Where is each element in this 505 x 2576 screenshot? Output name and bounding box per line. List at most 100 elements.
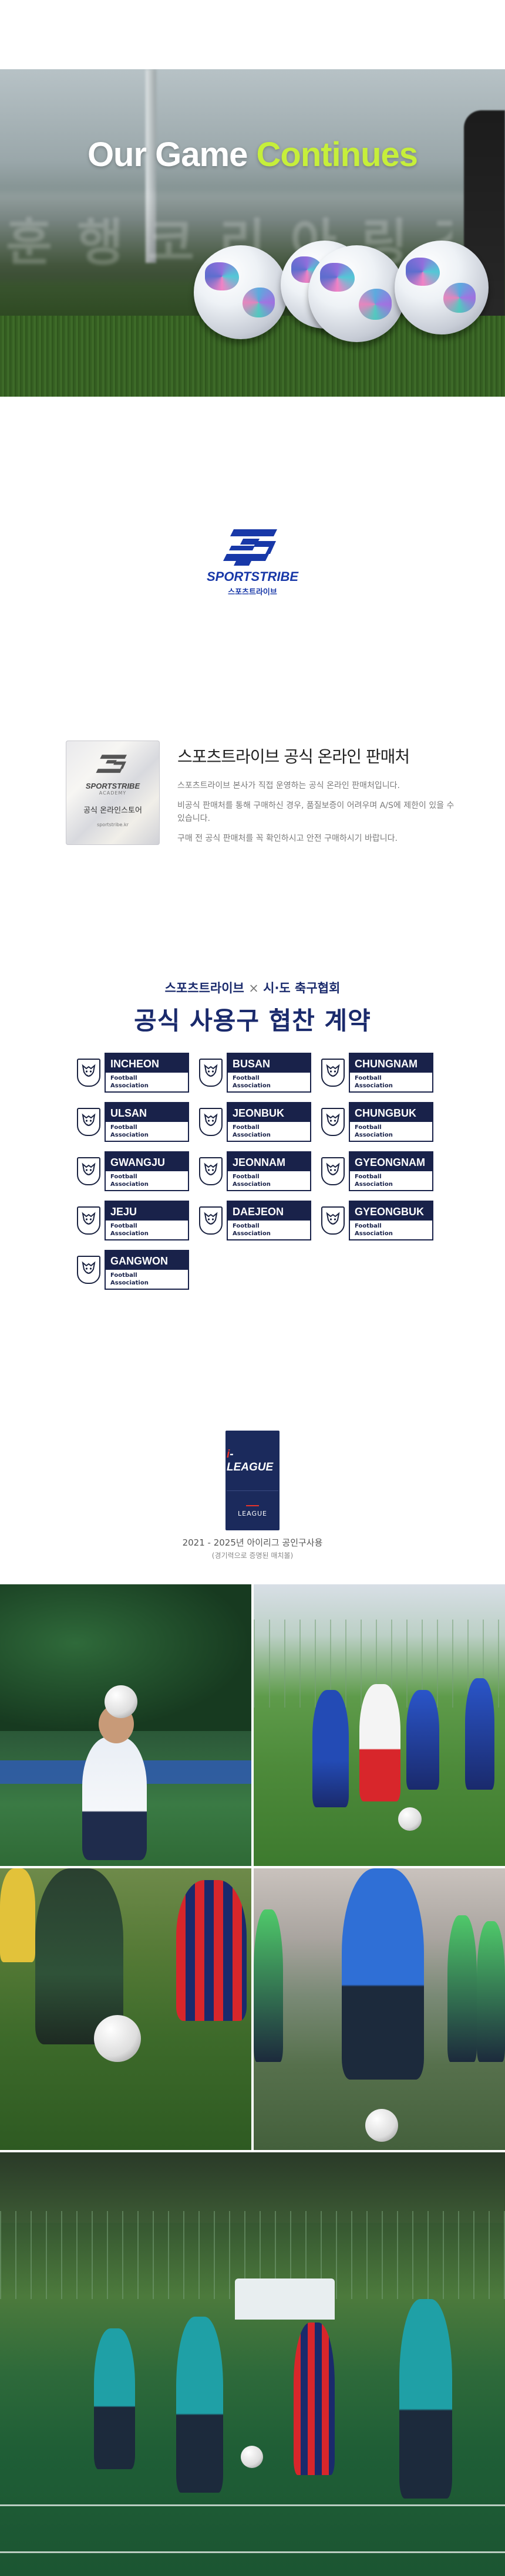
- official-store-badge: SPORTSTRIBE ACADEMY 공식 온라인스토어 sportstrib…: [66, 741, 160, 845]
- badge-url: sportstribe.kr: [97, 822, 129, 827]
- association-emblem: [75, 1102, 102, 1142]
- player-green-bg-2: [447, 1915, 477, 2062]
- player-blue-2: [406, 1690, 439, 1790]
- official-seller-paragraph: 구매 전 공식 판매처를 꼭 확인하시고 안전 구매하시기 바랍니다.: [177, 834, 398, 843]
- player-teal-1: [94, 2328, 135, 2469]
- ileague-divider: [246, 1505, 259, 1506]
- photo-boy-heading-ball: [0, 1584, 251, 1866]
- ileague-logo: i-LEAGUE: [227, 1432, 278, 1490]
- ileague-caption-line2: (경기력으로 증명된 매치볼): [211, 1551, 294, 1560]
- association-name: BUSAN: [233, 1058, 271, 1070]
- soccer-ball-photo-2: [398, 1807, 422, 1831]
- tiger-emblem-icon: [199, 1108, 223, 1136]
- soccer-ball-3: [308, 245, 405, 342]
- partnership-header: 스포츠트라이브 × 시·도 축구협회 공식 사용구 협찬 계약: [0, 979, 505, 1037]
- association-name: JEONNAM: [233, 1157, 286, 1168]
- tiger-emblem-icon: [77, 1256, 100, 1284]
- tiger-emblem-icon: [77, 1157, 100, 1185]
- photo-dribble: [0, 1868, 251, 2150]
- badge-sub: ACADEMY: [99, 790, 127, 796]
- ileague-badge-label: LEAGUE: [238, 1510, 267, 1517]
- association-emblem: [197, 1053, 224, 1093]
- soccer-ball-1: [194, 245, 288, 339]
- association-name: ULSAN: [110, 1107, 147, 1119]
- ileague-logo-text: -LEAGUE: [227, 1448, 274, 1473]
- tiger-emblem-icon: [77, 1108, 100, 1136]
- player-boy: [82, 1737, 147, 1860]
- association-name: GYEONGNAM: [355, 1157, 426, 1168]
- soccer-ball-4: [395, 241, 489, 334]
- association-name: JEONBUK: [233, 1107, 285, 1119]
- association-name: CHUNGNAM: [355, 1058, 418, 1070]
- player-yellow: [0, 1868, 35, 1962]
- association-name: DAEJEON: [233, 1206, 284, 1218]
- tiger-emblem-icon: [199, 1059, 223, 1087]
- association-emblem: [319, 1151, 346, 1191]
- hero-title-green: Continues: [256, 136, 419, 174]
- association-emblem: [75, 1250, 102, 1290]
- ileague-badge-bottom: LEAGUE: [227, 1490, 278, 1529]
- brand-wordmark: SPORTSTRIBE: [206, 569, 299, 584]
- player-teal-2: [176, 2317, 223, 2493]
- official-seller-paragraph: 스포츠트라이브 본사가 직접 운영하는 공식 온라인 판매처입니다.: [177, 781, 400, 790]
- tiger-emblem-icon: [321, 1059, 345, 1087]
- tiger-emblem-icon: [321, 1206, 345, 1235]
- brand-logo: SPORTSTRIBE 스포츠트라이브: [188, 527, 317, 603]
- photo-match-action-1: [254, 1584, 505, 1866]
- photo-player-blue: [254, 1868, 505, 2150]
- tiger-emblem-icon: [321, 1157, 345, 1185]
- soccer-ball-photo-4: [365, 2109, 398, 2142]
- association-name: GANGWON: [110, 1255, 168, 1267]
- association-emblem: [197, 1102, 224, 1142]
- association-emblem: [75, 1201, 102, 1240]
- association-emblem: [319, 1102, 346, 1142]
- partnership-subtitle: 스포츠트라이브 × 시·도 축구협회: [0, 979, 505, 996]
- player-teal-3: [399, 2299, 452, 2499]
- official-seller-info: 스포츠트라이브 공식 온라인 판매처 스포츠트라이브 본사가 직접 운영하는 공…: [177, 744, 459, 852]
- hero-banner: 훈 행 코 리 아 링 경 소 진 Our Game Continues: [0, 69, 505, 397]
- brand-emblem-icon: [223, 529, 277, 566]
- badge-emblem-icon: [96, 755, 127, 773]
- partnership-partner: 시·도 축구협회: [263, 981, 341, 995]
- player-green: [35, 1868, 123, 2044]
- hero-title-white: Our Game: [87, 136, 248, 174]
- ileague-caption-line1: 2021 - 2025년 아이리그 공인구사용: [182, 1537, 323, 1548]
- hero-title: Our Game Continues: [0, 135, 505, 174]
- association-emblem: [319, 1053, 346, 1093]
- association-emblem: [197, 1151, 224, 1191]
- association-name: CHUNGBUK: [355, 1107, 416, 1119]
- partnership-brand: 스포츠트라이브: [164, 981, 244, 995]
- association-emblem: [197, 1201, 224, 1240]
- association-name: JEJU: [110, 1206, 137, 1218]
- player-green-bg-3: [477, 1921, 505, 2062]
- association-name: GYEONGBUK: [355, 1206, 425, 1218]
- official-seller-heading: 스포츠트라이브 공식 온라인 판매처: [177, 747, 410, 766]
- tiger-emblem-icon: [77, 1059, 100, 1087]
